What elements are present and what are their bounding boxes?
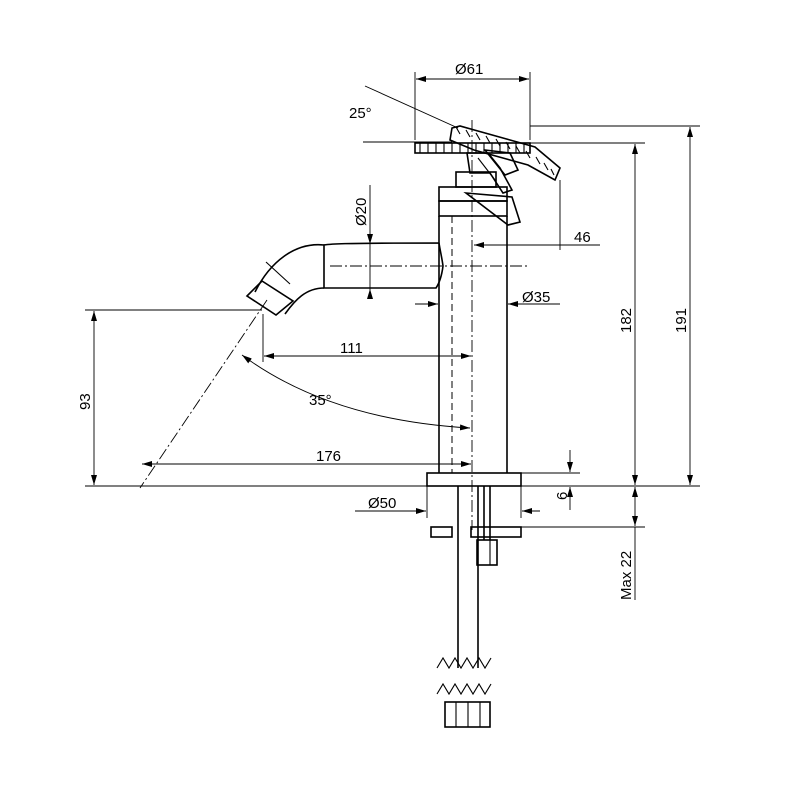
label-base-thickness: 6 bbox=[554, 492, 571, 500]
label-max-deck: Max 22 bbox=[618, 551, 635, 600]
base-plate bbox=[426, 472, 522, 487]
spout bbox=[245, 242, 444, 316]
faucet-body bbox=[438, 216, 508, 473]
center-lines bbox=[139, 120, 528, 530]
label-handle-angle: 25° bbox=[349, 105, 372, 122]
faucet-outline bbox=[139, 120, 561, 728]
label-outlet-height: 93 bbox=[77, 393, 94, 410]
dimension-lines bbox=[85, 72, 700, 600]
label-base-diameter: Ø50 bbox=[368, 495, 396, 512]
label-body-height: 182 bbox=[618, 308, 635, 333]
label-spout-reach: 111 bbox=[340, 340, 363, 357]
label-spout-diameter: Ø20 bbox=[353, 198, 370, 226]
label-body-diameter: Ø35 bbox=[522, 289, 550, 306]
bonnet bbox=[438, 171, 522, 226]
label-spray-reach: 176 bbox=[316, 448, 341, 465]
dimension-labels: Ø61 25° Ø20 46 Ø35 111 35° 93 176 182 19… bbox=[77, 61, 690, 600]
under-deck-fixing bbox=[430, 486, 522, 728]
label-total-height: 191 bbox=[673, 308, 690, 333]
label-handle-offset: 46 bbox=[574, 229, 591, 246]
label-handle-diameter: Ø61 bbox=[455, 61, 483, 78]
label-spout-angle: 35° bbox=[309, 392, 332, 409]
